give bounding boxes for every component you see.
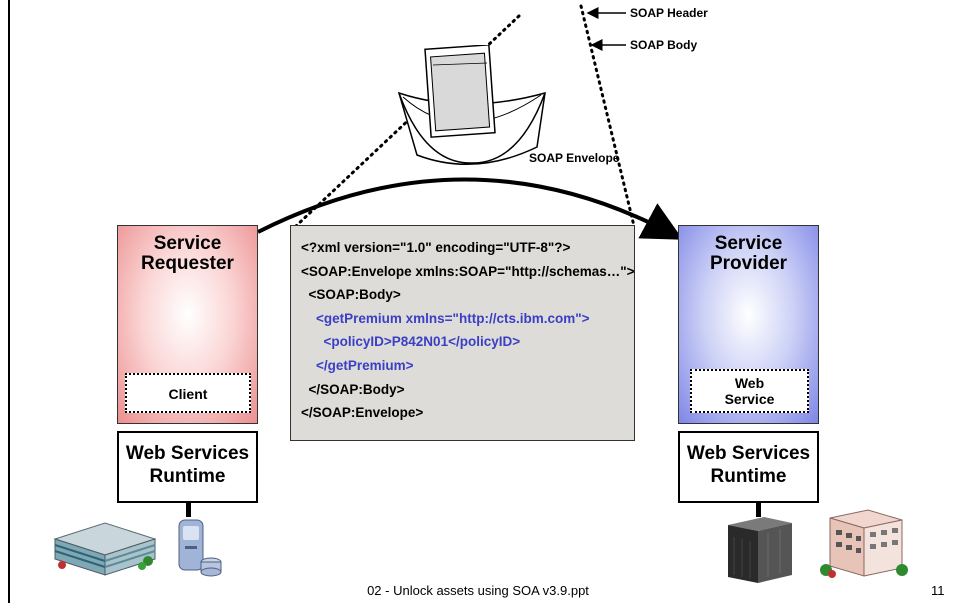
soap-message-box: <?xml version="1.0" encoding="UTF-8"?> <… xyxy=(290,225,635,441)
client-box: Client xyxy=(125,373,251,413)
envelope-icon xyxy=(397,45,546,166)
web-service-box: Web Service xyxy=(690,369,809,413)
xml-line: <SOAP:Envelope xmlns:SOAP="http://schema… xyxy=(301,263,635,279)
xml-line: </SOAP:Envelope> xyxy=(301,405,424,421)
service-requester-title: Service Requester xyxy=(141,233,234,274)
service-provider-box: Service Provider Web Service xyxy=(678,225,819,424)
soap-envelope-label: SOAP Envelope xyxy=(529,151,620,165)
soap-header-label: SOAP Header xyxy=(630,6,708,20)
database-server-icon xyxy=(178,519,222,577)
page-number: 11 xyxy=(931,583,945,598)
xml-line: </SOAP:Body> xyxy=(301,381,405,397)
xml-line: </getPremium> xyxy=(301,357,414,373)
soap-body-label: SOAP Body xyxy=(630,38,698,52)
office-building-icon xyxy=(820,509,908,578)
xml-line: <policyID>P842N01</policyID> xyxy=(301,334,521,350)
slide-left-rule xyxy=(8,0,10,603)
service-provider-title: Service Provider xyxy=(709,233,788,274)
footer-filename: 02 - Unlock assets using SOA v3.9.ppt xyxy=(367,583,589,598)
xml-line: <getPremium xmlns="http://cts.ibm.com"> xyxy=(301,310,590,326)
requester-runtime-stem xyxy=(186,503,191,517)
provider-runtime-box: Web Services Runtime xyxy=(678,431,819,503)
service-requester-box: Service Requester Client xyxy=(117,225,258,424)
mainframe-server-icon xyxy=(728,517,792,583)
envelope-right-dotted-line xyxy=(579,4,636,228)
requester-runtime-box: Web Services Runtime xyxy=(117,431,258,503)
provider-runtime-stem xyxy=(756,503,761,517)
xml-line: <?xml version="1.0" encoding="UTF-8"?> xyxy=(301,240,571,255)
xml-line: <SOAP:Body> xyxy=(301,287,401,303)
building-icon xyxy=(53,522,157,576)
